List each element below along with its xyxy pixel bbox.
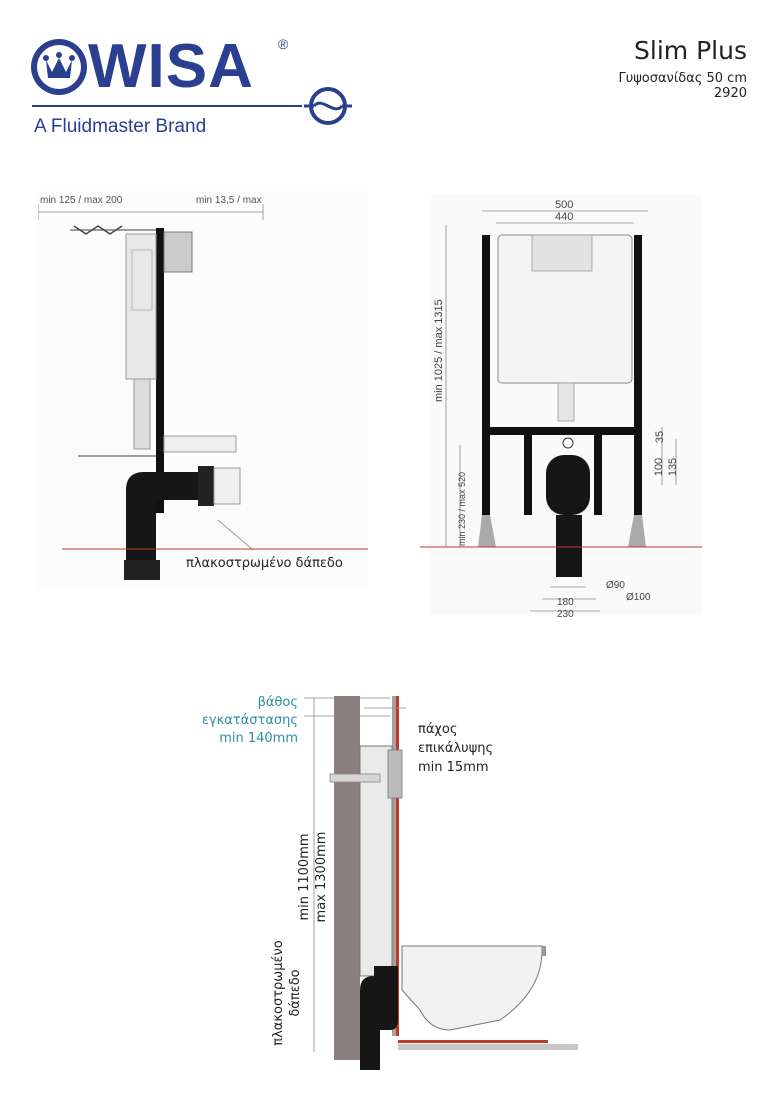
front-dim-500: 500 xyxy=(555,199,574,211)
front-dim-100: 100 xyxy=(653,457,666,477)
depth-line-2: εγκατάστασης xyxy=(201,713,298,728)
side-dim-left: min 125 / max 200 xyxy=(40,195,123,206)
product-subtitle: Γυψοσανίδας 50 cm xyxy=(618,71,747,86)
front-dim-180: 180 xyxy=(557,597,574,608)
side-dim-right: min 13,5 / max xyxy=(196,195,262,206)
front-dim-height: min 1025 / max 1315 xyxy=(433,299,445,402)
front-pipe-90: Ø90 xyxy=(606,580,625,591)
front-dim-230: 230 xyxy=(557,609,574,620)
height-line-2: max 1300mm xyxy=(314,831,329,923)
front-dim-135: 135 xyxy=(667,457,680,477)
fluidmaster-emblem-icon xyxy=(304,87,352,125)
front-dim-35: 35 xyxy=(654,430,667,444)
cover-line-2: επικάλυψης xyxy=(418,741,494,756)
install-height-label: min 1100mm max 1300mm xyxy=(296,822,330,932)
floor-line-2: δάπεδο xyxy=(288,969,303,1017)
side-floor-label: πλακοστρωμένο δάπεδο xyxy=(186,556,343,571)
depth-line-3: min 140mm xyxy=(219,731,298,746)
side-view-drawing: min 125 / max 200 min 13,5 / max πλακοστ… xyxy=(37,190,368,590)
registered-mark: ® xyxy=(278,36,289,52)
install-floor-label: πλακοστρωμένο δάπεδο xyxy=(270,928,304,1058)
logo-wordmark: WISA xyxy=(88,32,254,101)
install-depth-label: βάθος εγκατάστασης min 140mm xyxy=(196,694,298,748)
depth-line-1: βάθος xyxy=(257,695,298,710)
install-view-drawing xyxy=(280,690,580,1090)
brand-tagline: A Fluidmaster Brand xyxy=(34,116,207,137)
height-line-1: min 1100mm xyxy=(297,833,312,921)
brand-underline xyxy=(32,105,302,107)
install-cover-label: πάχος επικάλυψης min 15mm xyxy=(418,720,493,777)
product-title: Slim Plus xyxy=(634,36,747,65)
product-header: Slim Plus Γυψοσανίδας 50 cm 2920 xyxy=(487,36,747,101)
crown-logo-icon xyxy=(31,39,87,95)
cover-line-3: min 15mm xyxy=(418,760,489,775)
floor-line-1: πλακοστρωμένο xyxy=(271,940,286,1046)
front-pipe-100: Ø100 xyxy=(626,592,651,603)
front-view-drawing: 500 440 min 1025 / max 1315 min 230 / ma… xyxy=(420,195,705,625)
brand-logo: WISA ® A Fluidmaster Brand xyxy=(30,34,360,144)
front-dim-lower: min 230 / max 520 xyxy=(457,471,467,546)
front-dim-440: 440 xyxy=(555,211,574,223)
cover-line-1: πάχος xyxy=(418,722,458,737)
product-code: 2920 xyxy=(713,86,747,101)
